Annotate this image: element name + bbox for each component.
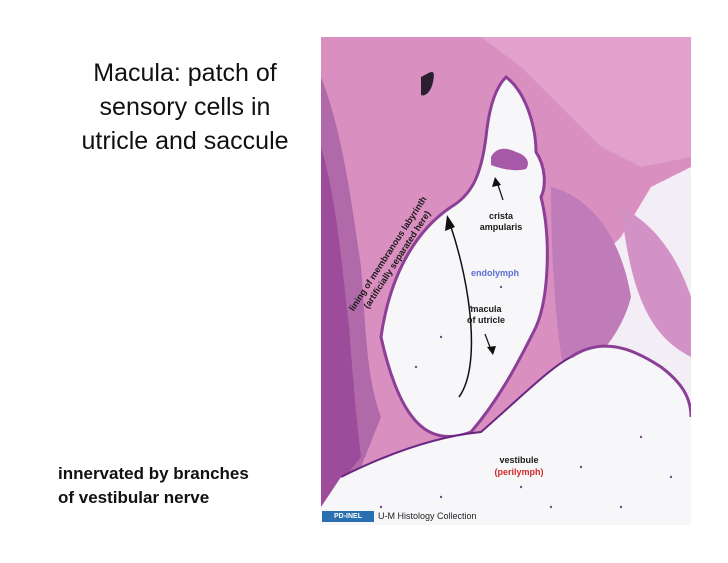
histology-micrograph [321, 37, 691, 525]
perilymph-label: (perilymph) [494, 467, 544, 477]
vestibule-label: vestibule [499, 455, 539, 465]
image-credit: U-M Histology Collection [378, 511, 477, 521]
micrograph-image [321, 37, 691, 525]
slide-footnote: innervated by branches of vestibular ner… [58, 464, 249, 507]
crista-ampularis-label: crista ampularis [479, 211, 523, 232]
endolymph-label: endolymph [470, 268, 519, 278]
slide-title: Macula: patch of sensory cells in utricl… [81, 59, 289, 155]
license-badge: PD-INEL [322, 511, 374, 522]
macula-utricle-label: macula of utricle [466, 304, 505, 325]
